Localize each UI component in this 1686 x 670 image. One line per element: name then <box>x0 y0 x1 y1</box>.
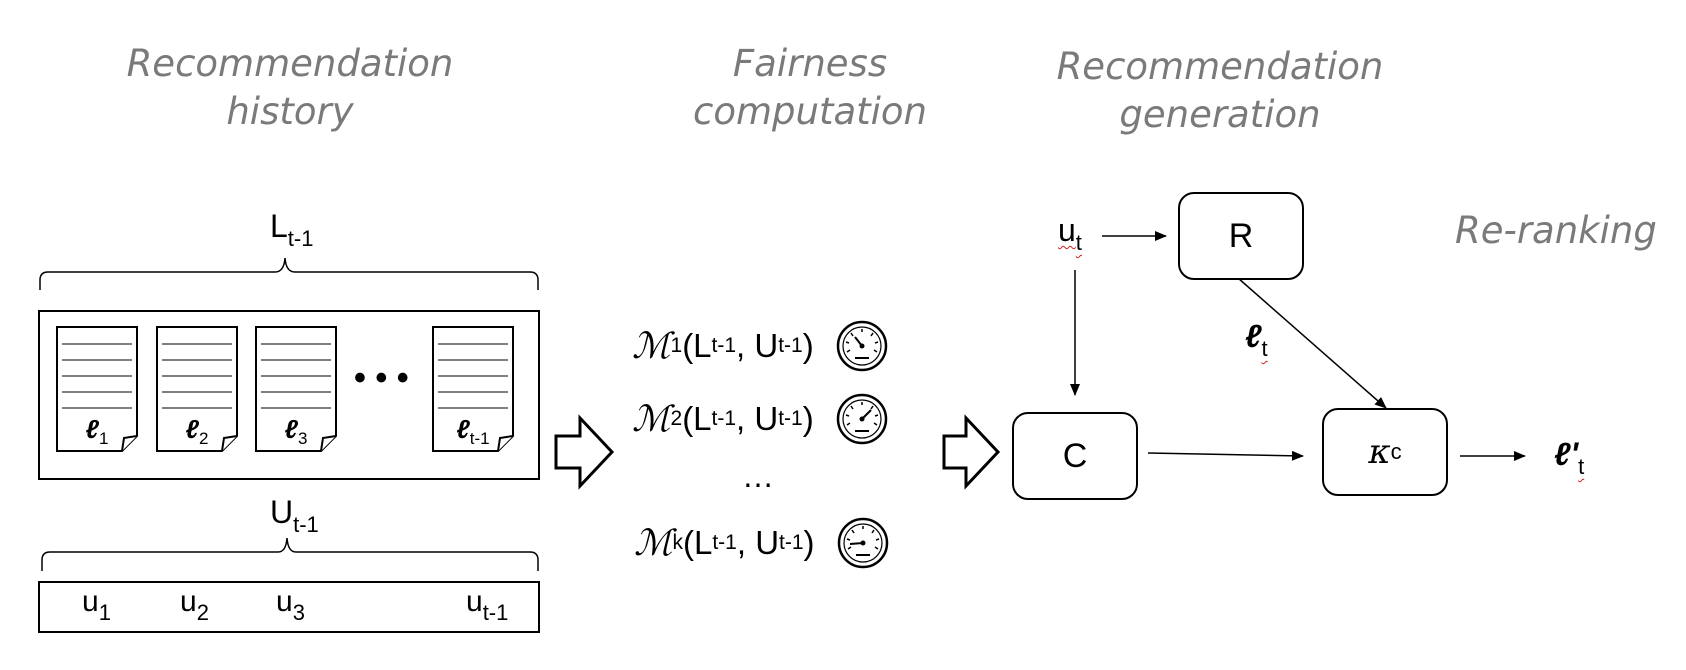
document-label: ℓ3 <box>284 414 308 448</box>
candidate-box: C <box>1012 412 1138 500</box>
heading-line: computation <box>692 90 927 133</box>
user-value: u3 <box>276 585 305 625</box>
arrow-c-to-kappa <box>1147 450 1304 461</box>
heading-line: Re-ranking <box>1455 209 1657 252</box>
document-label: ℓ2 <box>185 414 209 448</box>
heading-line: Fairness <box>732 42 888 85</box>
page-shape <box>156 326 238 452</box>
documents-ellipsis: • • • <box>354 359 409 397</box>
speedometer-icon <box>837 517 888 569</box>
document-label: ℓt-1 <box>456 414 490 448</box>
heading-line: Recommendation <box>126 42 454 85</box>
document-icon: ℓ1 <box>56 326 138 452</box>
current-user-label: ut <box>1058 212 1082 255</box>
recommended-list-label: ℓt <box>1245 318 1268 361</box>
speedometer-icon <box>836 320 887 372</box>
heading-reranking: Re-ranking <box>1455 207 1685 255</box>
document-label: ℓ1 <box>85 414 109 448</box>
speedometer-icon <box>836 393 887 445</box>
heading-fairness-computation: Fairness computation <box>620 40 1000 136</box>
page-shape <box>432 326 514 452</box>
arrow-r-to-kappa <box>1237 277 1387 409</box>
page-shape <box>255 326 337 452</box>
list-history-label: Lt-1 <box>270 208 314 251</box>
heading-line: Recommendation <box>1056 45 1384 88</box>
user-history-label: Ut-1 <box>270 494 319 537</box>
document-icon: ℓ2 <box>156 326 238 452</box>
user-value: u1 <box>82 585 111 625</box>
document-icon: ℓt-1 <box>432 326 514 452</box>
hollow-arrow-2 <box>942 414 1001 490</box>
document-icon: ℓ3 <box>255 326 337 452</box>
user-history-box <box>38 581 540 633</box>
page-shape <box>56 326 138 452</box>
user-value: u2 <box>180 585 209 625</box>
hollow-arrow-1 <box>554 414 615 490</box>
brace-user-history <box>41 537 539 571</box>
recommender-box: R <box>1178 192 1304 280</box>
heading-recommendation-generation: Recommendation generation <box>1030 43 1410 139</box>
user-value: ut-1 <box>466 585 509 625</box>
heading-line: generation <box>1119 93 1321 136</box>
brace-list-history <box>39 257 539 290</box>
reranked-list-label: ℓ't <box>1554 436 1585 479</box>
heading-recommendation-history: Recommendation history <box>110 40 470 136</box>
heading-line: history <box>226 90 354 133</box>
metrics-ellipsis: … <box>742 458 774 494</box>
